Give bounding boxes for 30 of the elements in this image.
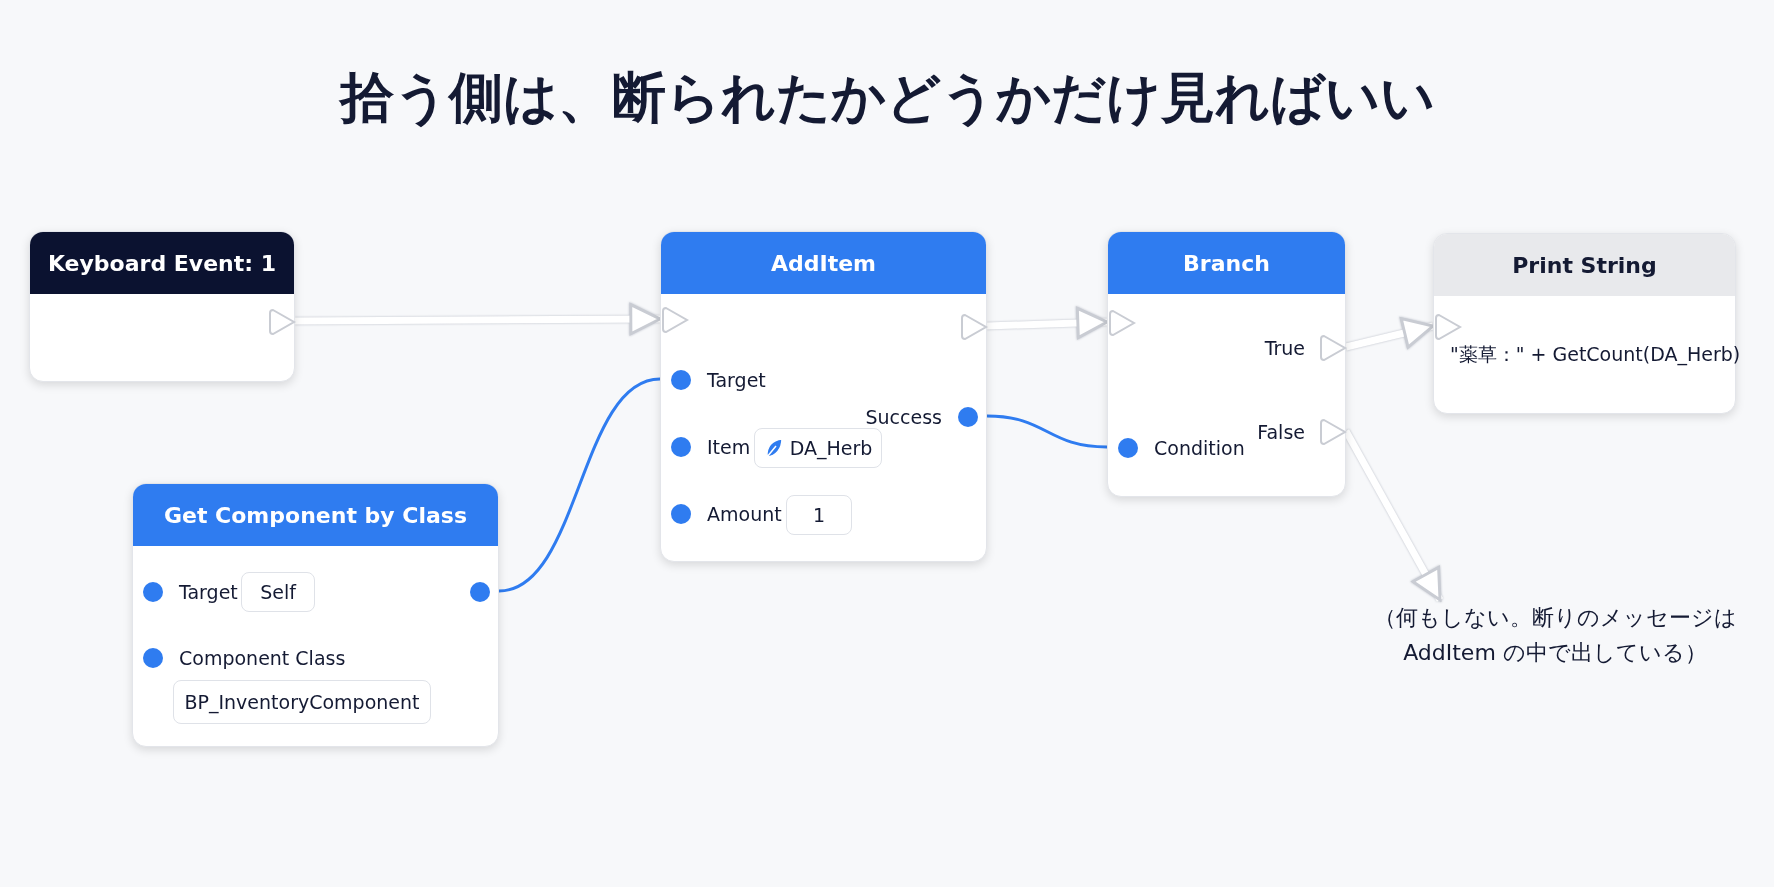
blueprint-node [29, 231, 295, 382]
pin-label: Success [865, 406, 942, 428]
node-header: Branch [1108, 232, 1345, 294]
pin-label: True [1264, 337, 1305, 359]
pin-label: Amount [707, 503, 782, 525]
connector-wire [498, 377, 661, 593]
connector-wire [986, 414, 1108, 449]
expression-text: "薬草：" + GetCount(DA_Herb) [1450, 342, 1741, 368]
node-header: Get Component by Class [133, 484, 498, 546]
blueprint-node [132, 483, 499, 747]
value-field: BP_InventoryComponent [173, 680, 431, 724]
value-field: Self [241, 572, 315, 612]
pin-label: Target [707, 369, 766, 391]
pin-label: Condition [1154, 437, 1245, 459]
node-header: AddItem [661, 232, 986, 294]
pin-label: Component Class [179, 647, 346, 669]
value-text: DA_Herb [789, 437, 873, 459]
pin-label: False [1257, 421, 1305, 443]
note-text: （何もしない。断りのメッセージはAddItem の中で出している） [1370, 600, 1740, 671]
title: 拾う側は、断られたかどうかだけ見ればいい [339, 65, 1435, 131]
node-header: Keyboard Event: 1 [30, 232, 294, 294]
pin-label: Target [179, 581, 238, 603]
arrow [1345, 317, 1435, 351]
node-header: Print String [1434, 234, 1735, 296]
blueprint-node [660, 231, 987, 562]
pin-label: Item [707, 436, 751, 458]
value-field: 1 [786, 495, 852, 535]
arrow [295, 303, 662, 336]
blueprint-node [1107, 231, 1346, 497]
arrow [986, 306, 1109, 339]
